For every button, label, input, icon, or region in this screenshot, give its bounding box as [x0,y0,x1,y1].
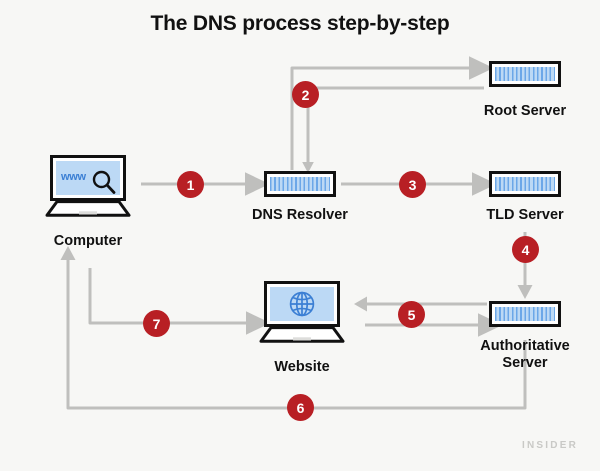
laptop-lid: www [50,155,126,201]
node-label-authoritative-server-line2: Server [502,354,548,371]
globe-icon [289,291,315,317]
laptop-base [45,200,131,217]
server-stripes [270,177,330,191]
node-label-website: Website [274,359,330,375]
node-computer[interactable]: www [41,155,135,217]
node-root-server[interactable] [489,61,561,87]
wire-step-2 [290,56,494,173]
laptop-screen-computer: www [56,161,120,195]
step-badge-3[interactable]: 3 [399,171,426,198]
www-label: www [61,171,86,183]
node-label-authoritative-server: Authoritative Server [435,338,600,371]
server-stripes [495,67,555,81]
step-badge-6[interactable]: 6 [287,394,314,421]
node-label-computer: Computer [53,233,123,249]
laptop-lid [264,281,340,327]
step-badge-4[interactable]: 4 [512,236,539,263]
node-label-root-server: Root Server [483,103,567,119]
node-authoritative-server[interactable] [489,301,561,327]
step-badge-5[interactable]: 5 [398,301,425,328]
server-stripes [495,307,555,321]
node-label-dns-resolver: DNS Resolver [252,207,348,223]
step-badge-7[interactable]: 7 [143,310,170,337]
node-tld-server[interactable] [489,171,561,197]
node-label-authoritative-server-line1: Authoritative [480,338,570,354]
laptop-screen-website [270,287,334,321]
page-title: The DNS process step-by-step [150,12,450,35]
node-dns-resolver[interactable] [264,171,336,197]
server-stripes [495,177,555,191]
insider-logo: INSIDER [522,440,578,451]
magnifier-icon [92,170,116,194]
step-badge-2[interactable]: 2 [292,81,319,108]
wire-step-7 [88,268,271,335]
step-badge-1[interactable]: 1 [177,171,204,198]
wire-step-5 [354,296,503,337]
laptop-base [259,326,345,343]
node-website[interactable] [255,281,349,343]
node-label-tld-server: TLD Server [486,207,564,223]
